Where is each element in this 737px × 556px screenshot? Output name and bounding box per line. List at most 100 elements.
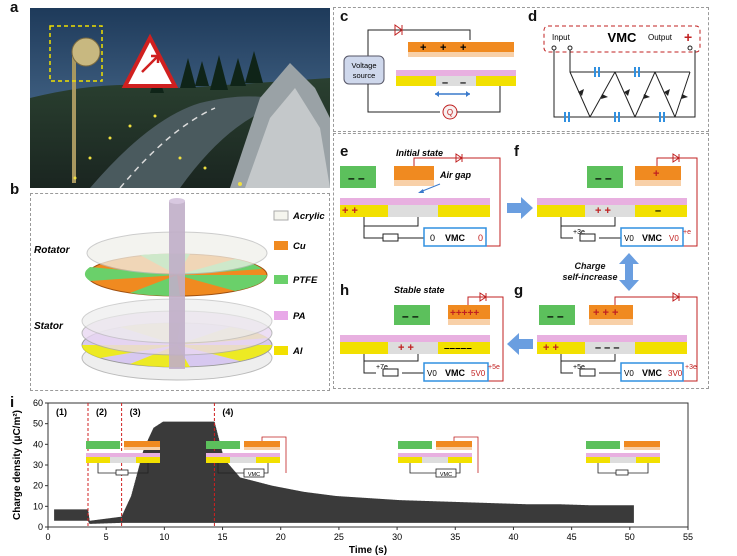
x-tick-label: 35 [450, 532, 460, 542]
f-e-right: +e [683, 229, 691, 236]
panel-h-state: Stable state – – +++++ + + ––––– +7e V0 … [340, 285, 504, 382]
output-label: Output [648, 33, 673, 42]
y-tick-label: 30 [33, 460, 43, 470]
y-tick-label: 50 [33, 419, 43, 429]
svg-text:– –: – – [348, 171, 365, 185]
x-tick-label: 15 [218, 532, 228, 542]
chart-xlabel: Time (s) [349, 545, 387, 556]
svg-text:+ +: + + [543, 342, 559, 354]
x-tick-label: 5 [104, 532, 109, 542]
svg-text:VMC: VMC [248, 472, 260, 478]
charge-density-series [54, 421, 634, 524]
vmc-e-left: 0 [430, 233, 435, 243]
panel-b-frame [30, 193, 330, 391]
svg-text:– – –: – – – [595, 342, 619, 354]
x-tick-label: 25 [334, 532, 344, 542]
vmc-g-right: 3V0 [668, 369, 683, 378]
svg-text:+ +: + + [342, 205, 358, 217]
arrow-g-to-h [507, 333, 533, 355]
panel-label-g: g [514, 282, 524, 299]
svg-text:– –: – – [402, 309, 419, 323]
stator-label: Stator [34, 321, 64, 332]
voltage-source-label: Voltage [351, 61, 376, 70]
vmc-h-label: VMC [445, 368, 466, 378]
panel-label-c: c [340, 8, 349, 25]
panel-label-e: e [340, 143, 349, 160]
svg-text:– –: – – [595, 171, 612, 185]
x-tick-label: 50 [625, 532, 635, 542]
vmc-g-left: V0 [624, 369, 634, 378]
panel-label-i: i [10, 394, 15, 411]
svg-text:+: + [653, 168, 659, 180]
svg-text:VMC: VMC [440, 472, 452, 478]
panel-label-f: f [514, 143, 519, 160]
stage-label-2: (2) [96, 407, 107, 417]
arrow-e-to-f [507, 197, 533, 219]
vmc-f-right: V0 [669, 234, 679, 243]
f-e-left: +3e [573, 229, 585, 236]
legend-pa: PA [293, 311, 306, 322]
svg-text:+ + +: + + + [593, 307, 618, 319]
panel-label-a: a [10, 0, 19, 16]
vmc-f-left: V0 [624, 234, 634, 243]
stage-label-1: (1) [56, 407, 67, 417]
panel-g-state: – – + + + + + – – – +5e V0 VMC 3V0 +3e [537, 292, 698, 382]
svg-text:–––––: ––––– [444, 343, 472, 354]
y-tick-label: 10 [33, 501, 43, 511]
panel-a-road-scene [30, 8, 330, 188]
h-e-right: +5e [488, 364, 500, 371]
y-tick-label: 20 [33, 481, 43, 491]
vmc-h-left: V0 [427, 369, 437, 378]
svg-text:+: + [684, 29, 692, 45]
legend-ptfe: PTFE [293, 275, 318, 286]
svg-text:+ +: + + [595, 205, 611, 217]
panel-e-state: Initial state – – Air gap + + 0 VMC 0 [340, 148, 501, 247]
g-e-left: +5e [573, 364, 585, 371]
x-tick-label: 40 [508, 532, 518, 542]
g-e-right: +3e [685, 364, 697, 371]
svg-text:+++++: +++++ [450, 308, 479, 319]
legend-acrylic: Acrylic [292, 211, 325, 222]
y-tick-label: 40 [33, 439, 43, 449]
svg-text:– –: – – [547, 309, 564, 323]
x-tick-label: 10 [159, 532, 169, 542]
x-tick-label: 20 [276, 532, 286, 542]
legend-al: Al [292, 346, 303, 357]
x-tick-label: 45 [567, 532, 577, 542]
vmc-e-label: VMC [445, 233, 466, 243]
inset-stage-1 [86, 441, 160, 476]
svg-text:+: + [440, 42, 446, 54]
initial-state-label: Initial state [396, 148, 443, 158]
inset-stage-3: VMC [398, 436, 479, 478]
panel-cd-frame [333, 7, 709, 132]
air-gap-label: Air gap [439, 170, 472, 180]
panel-label-b: b [10, 181, 20, 198]
h-e-left: +7e [376, 364, 388, 371]
panel-label-h: h [340, 282, 350, 299]
arrow-f-to-g [619, 253, 639, 291]
svg-text:–: – [655, 205, 661, 217]
panel-efgh-frame [333, 133, 709, 389]
svg-text:source: source [353, 71, 376, 80]
y-tick-label: 0 [38, 522, 43, 532]
stage-label-4: (4) [222, 407, 233, 417]
stage-label-3: (3) [130, 407, 141, 417]
svg-text:–: – [460, 77, 466, 89]
x-tick-label: 30 [392, 532, 402, 542]
input-label: Input [552, 33, 571, 42]
svg-text:+: + [420, 42, 426, 54]
stable-state-label: Stable state [394, 285, 445, 295]
x-tick-label: 0 [45, 532, 50, 542]
panel-f-state: – – + + + – +3e V0 VMC V0 +e [537, 153, 698, 247]
chart-ylabel: Charge density (μC/m²) [12, 410, 23, 520]
panel-c-circuit: Voltage source + + + – – Q [343, 24, 516, 120]
charge-self-increase-label: Charge self-increase [562, 261, 618, 282]
svg-text:–: – [442, 77, 448, 89]
vmc-title: VMC [608, 30, 638, 45]
vmc-h-right: 5V0 [471, 369, 486, 378]
panel-label-d: d [528, 8, 538, 25]
panel-d-vmc-circuit: Input VMC Output + [543, 25, 701, 122]
svg-text:+: + [460, 42, 466, 54]
inset-stage-2: VMC [206, 436, 287, 478]
